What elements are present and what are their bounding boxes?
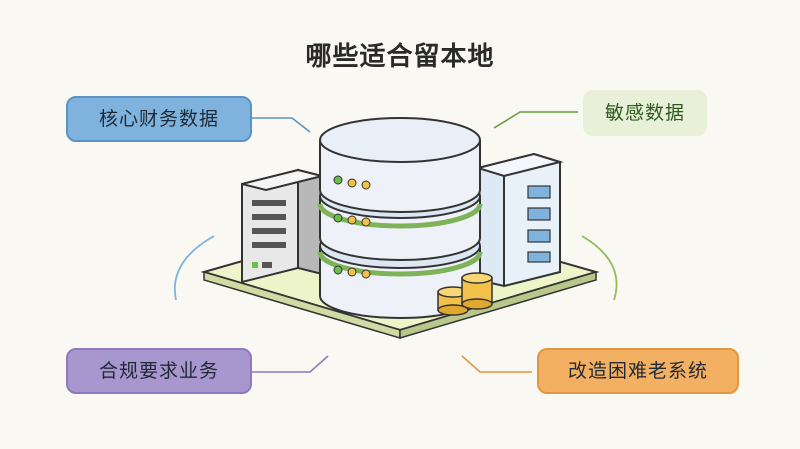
coin-stacks: [437, 272, 493, 316]
label-core-financial-data: 核心财务数据: [66, 96, 252, 142]
arc-right: [581, 235, 618, 301]
connector-top-left: [252, 117, 311, 133]
label-compliance-business: 合规要求业务: [66, 348, 252, 394]
left-server-tower: [241, 168, 323, 284]
right-server-tower: [474, 152, 564, 288]
arc-left: [174, 235, 215, 301]
label-legacy-systems: 改造困难老系统: [537, 348, 739, 394]
connector-bottom-right: [461, 355, 532, 373]
label-sensitive-data: 敏感数据: [583, 90, 707, 136]
connector-bottom-left: [252, 355, 329, 373]
connector-top-right: [493, 111, 578, 129]
diagram-title: 哪些适合留本地: [305, 42, 495, 72]
